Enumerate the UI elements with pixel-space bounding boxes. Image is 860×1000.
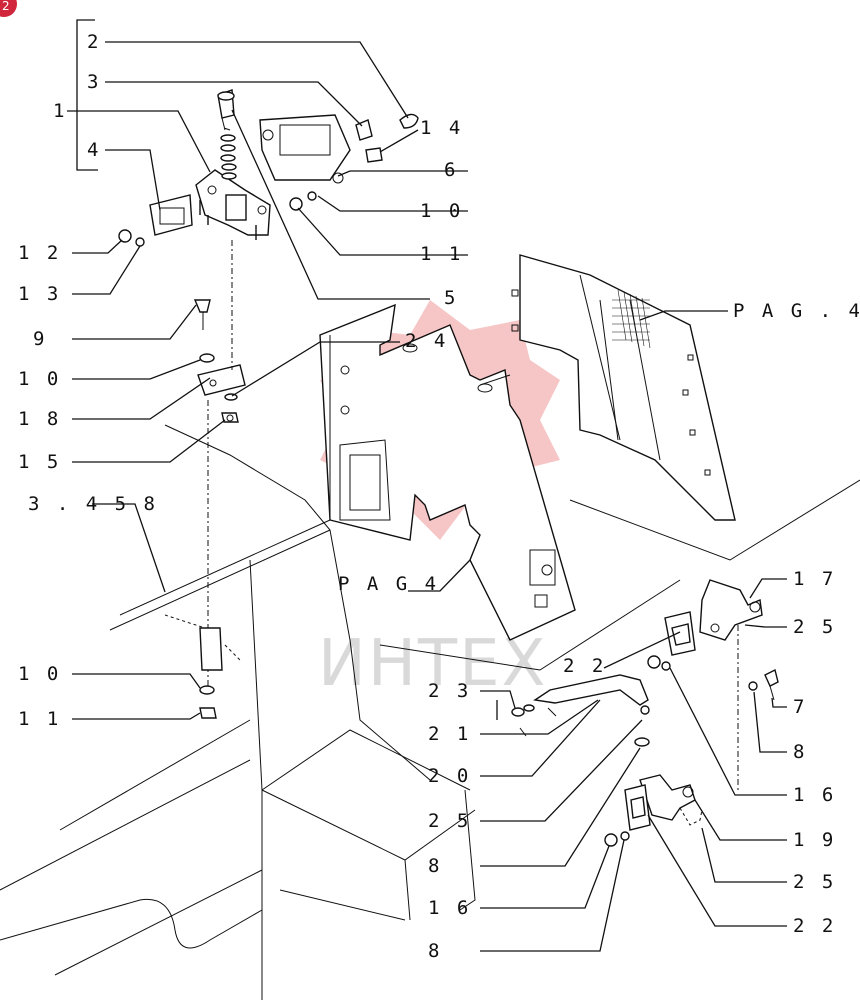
callout-9: 9 — [33, 328, 47, 350]
mesh-pattern — [612, 289, 651, 349]
callout-18: 1 8 — [18, 408, 61, 430]
callout-13: 1 3 — [18, 283, 61, 305]
callout-2-top: 2 — [87, 31, 101, 53]
callout-8-b: 8 — [428, 855, 442, 877]
callout-labels: 2 3 1 4 1 4 6 1 0 1 1 1 2 1 3 5 9 2 4 1 … — [18, 31, 860, 962]
callout-14: 1 4 — [420, 117, 463, 139]
callout-11-b: 1 1 — [18, 708, 61, 730]
callout-4: 4 — [87, 139, 101, 161]
callout-22-b: 2 2 — [793, 915, 836, 937]
callout-20: 2 0 — [428, 765, 471, 787]
page-badge: 2 — [0, 0, 17, 17]
ref-pag4-mid: P A G 4 — [338, 573, 439, 595]
hinge-assembly — [511, 579, 779, 847]
ref-pag4-right: P A G . 4 — [733, 300, 860, 322]
callout-19: 1 9 — [793, 829, 836, 851]
grille-panel — [511, 254, 736, 521]
latch-assembly — [118, 89, 419, 719]
callout-10-c: 1 0 — [18, 663, 61, 685]
callout-8-c: 8 — [428, 940, 442, 962]
callout-11-a: 1 1 — [420, 243, 463, 265]
callout-25-c: 2 5 — [793, 871, 836, 893]
callout-24: 2 4 — [405, 330, 448, 352]
callout-15: 1 5 — [18, 451, 61, 473]
callout-25-b: 2 5 — [428, 810, 471, 832]
callout-25-a: 2 5 — [793, 616, 836, 638]
callout-21: 2 1 — [428, 723, 471, 745]
callout-3-top: 3 — [87, 71, 101, 93]
callout-1: 1 — [53, 100, 67, 122]
group-bracket — [76, 19, 98, 171]
leader-lines — [67, 41, 787, 952]
callout-16-b: 1 6 — [428, 897, 471, 919]
callout-23: 2 3 — [428, 680, 471, 702]
callout-3-458: 3 . 4 5 8 — [28, 493, 158, 515]
callout-17: 1 7 — [793, 568, 836, 590]
callout-22-a: 2 2 — [563, 655, 606, 677]
body-outline — [0, 424, 860, 1000]
callout-10-a: 1 0 — [420, 200, 463, 222]
callout-10-b: 1 0 — [18, 368, 61, 390]
callout-16-a: 1 6 — [793, 784, 836, 806]
callout-5: 5 — [444, 287, 458, 309]
callout-12: 1 2 — [18, 242, 61, 264]
svg-text:2: 2 — [2, 0, 10, 13]
callout-7: 7 — [793, 696, 807, 718]
callout-8-a: 8 — [793, 741, 807, 763]
callout-6: 6 — [444, 159, 458, 181]
mounting-bracket-frame — [319, 303, 576, 641]
